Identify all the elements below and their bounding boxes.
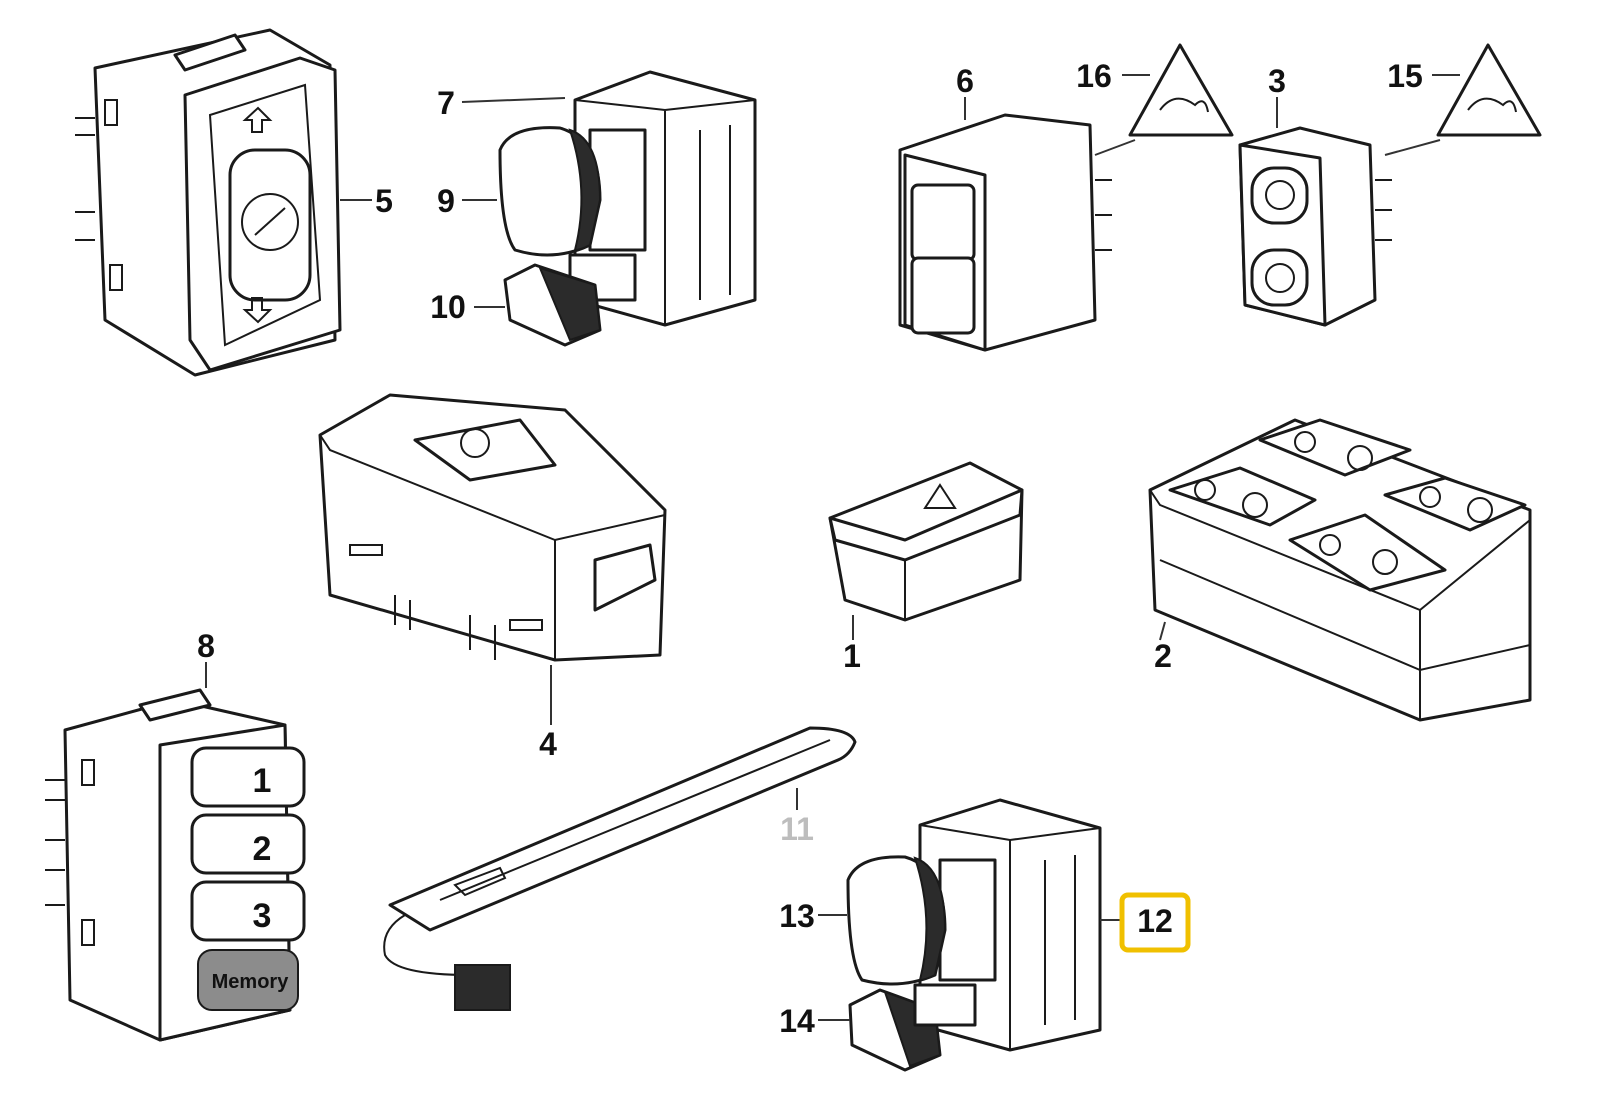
callout-8[interactable]: 8 [197,628,215,664]
callout-16[interactable]: 16 [1076,58,1112,94]
callout-12[interactable]: 12 [1137,903,1173,939]
callout-13[interactable]: 13 [779,898,815,934]
selection-highlight [1119,892,1191,953]
part-2-console[interactable] [1148,418,1532,722]
memory-button-1[interactable]: 1 [190,746,306,808]
part-11-sensor-strip[interactable] [383,726,857,1011]
part-7-rotary-switch[interactable] [568,70,757,327]
hazard-triangle-icon [1436,43,1542,137]
callout-9[interactable]: 9 [437,183,455,219]
memory-button-2[interactable]: 2 [190,813,306,875]
part-15-hazard-label[interactable] [1436,43,1542,137]
svg-text:3: 3 [253,897,272,935]
svg-text:1: 1 [253,762,272,800]
part-6-rocker-switch[interactable] [898,113,1112,352]
part-4-switch-block[interactable] [318,393,667,662]
memory-button[interactable]: Memory [197,949,299,1011]
part-1-hazard-switch[interactable] [828,461,1024,622]
callout-14[interactable]: 14 [779,1003,815,1039]
callout-11[interactable]: 11 [780,811,814,847]
callout-12-selected[interactable]: 12 [1119,892,1191,953]
callout-15[interactable]: 15 [1387,58,1423,94]
svg-text:2: 2 [253,830,272,868]
callout-5[interactable]: 5 [375,183,393,219]
arrow-down-icon [1265,263,1295,293]
arrow-up-icon [242,106,273,133]
memory-button-3[interactable]: 3 [190,880,306,942]
part-8-memory-switch[interactable]: 1 2 3 Memory [45,688,306,1042]
callout-1[interactable]: 1 [843,638,861,674]
part-9-knob[interactable] [498,126,602,257]
part-10-thumbwheel[interactable] [503,263,602,347]
svg-text:Memory: Memory [212,971,290,993]
hazard-triangle-icon [1128,43,1234,137]
callout-3[interactable]: 3 [1268,63,1286,99]
arrow-down-icon [242,297,273,324]
callout-2[interactable]: 2 [1154,638,1172,674]
callout-4[interactable]: 4 [539,726,557,762]
callout-10[interactable]: 10 [430,289,466,325]
part-14-thumbwheel[interactable] [848,983,977,1072]
callout-7[interactable]: 7 [437,85,455,121]
warning-triangle-icon [923,483,957,509]
part-5-window-switch[interactable] [75,28,342,377]
leader-lines [205,74,1460,1021]
callout-6[interactable]: 6 [956,63,974,99]
arrow-up-icon [1265,180,1295,210]
part-3-updown-switch[interactable] [1238,126,1392,327]
part-13-knob[interactable] [846,855,947,986]
part-16-hazard-label[interactable] [1128,43,1234,137]
callouts: 5 7 9 10 6 16 3 15 8 4 1 2 11 13 14 12 [197,58,1423,1039]
